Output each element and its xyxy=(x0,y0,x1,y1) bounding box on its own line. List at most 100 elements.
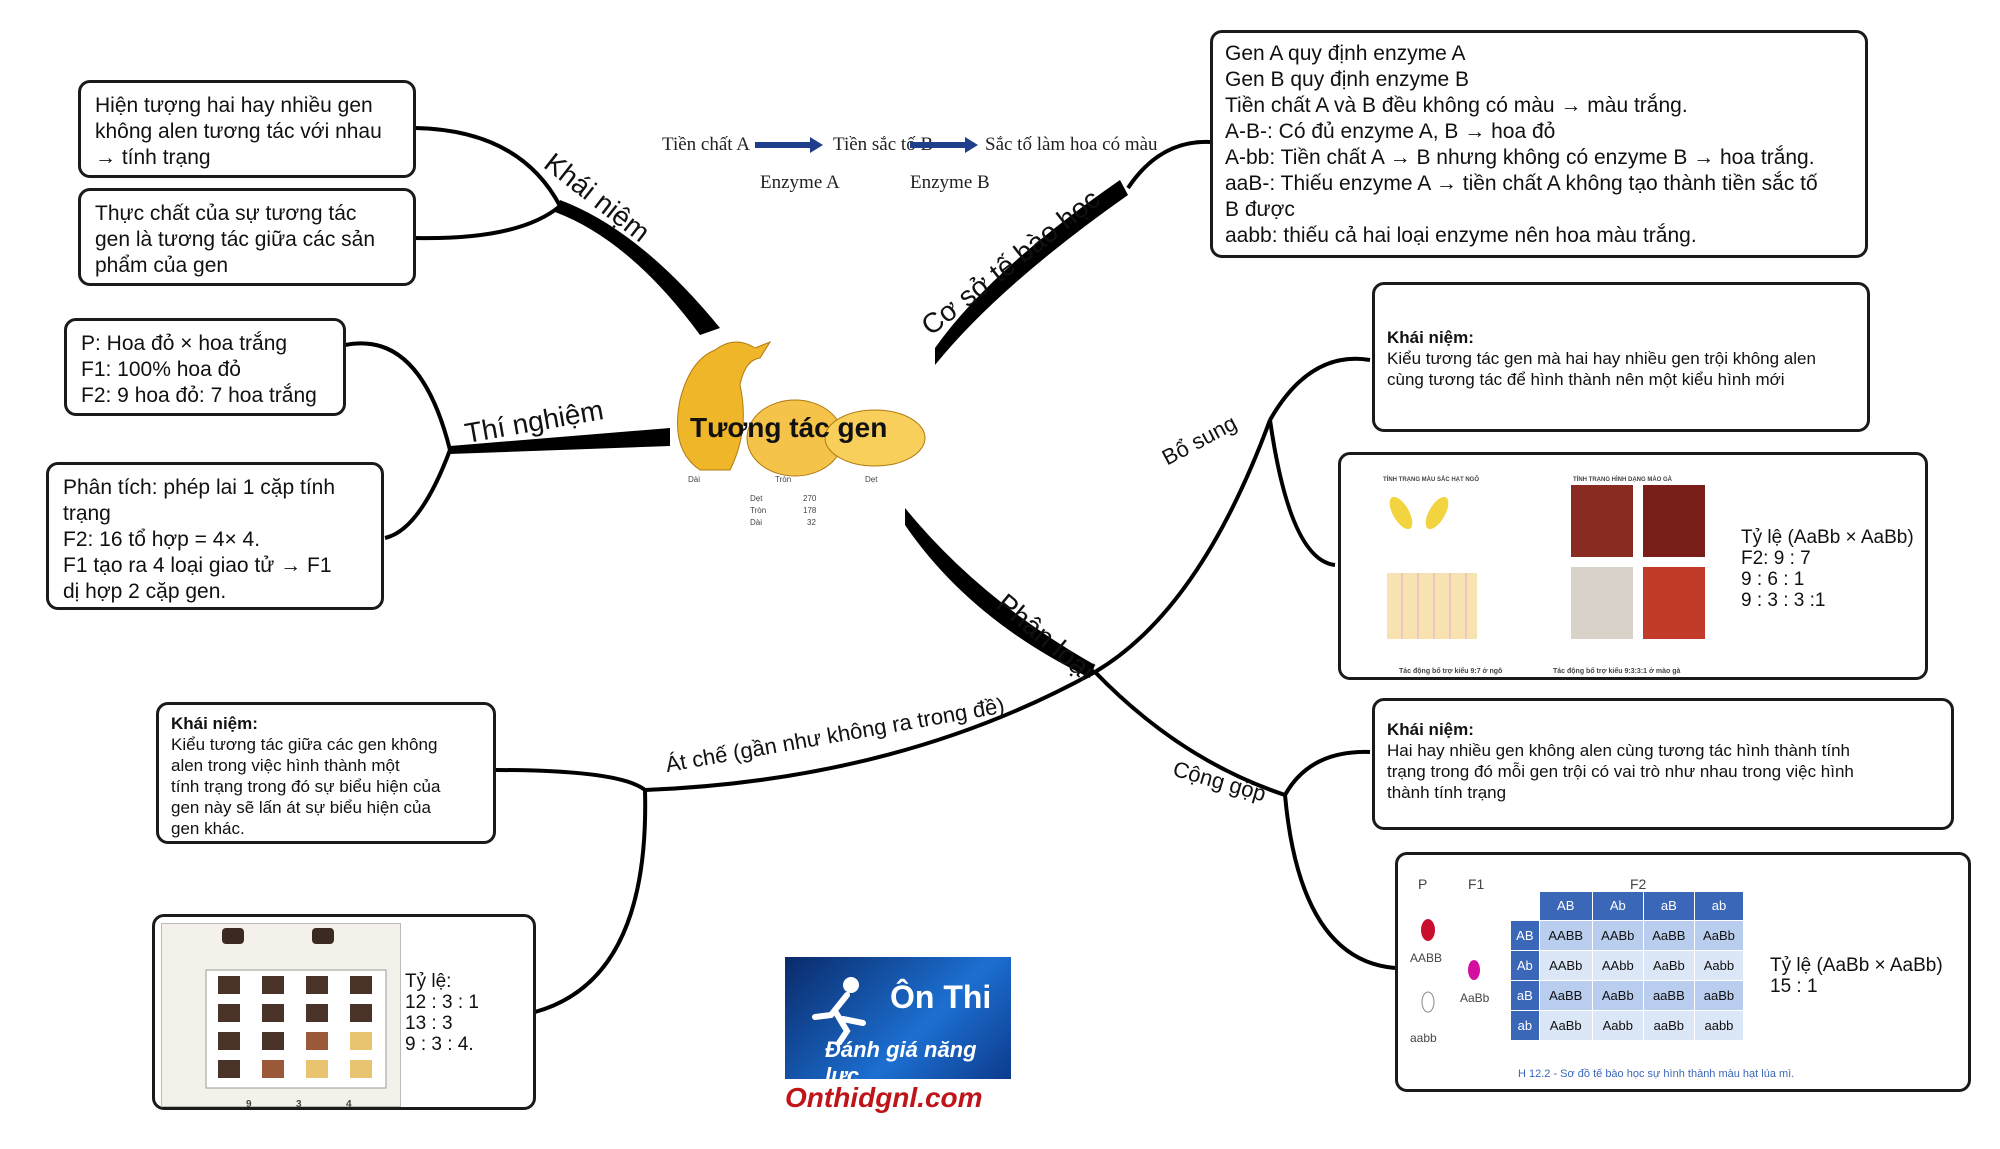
ratio-line: Tỷ lệ (AaBb × AaBb) xyxy=(1741,527,1914,548)
text-line: aaB-: Thiếu enzyme A → tiền chất A không… xyxy=(1225,172,1818,195)
table-cell: aaBB xyxy=(1642,980,1695,1011)
ratio-line: F2: 9 : 7 xyxy=(1741,548,1811,569)
rooster-photo xyxy=(1643,567,1705,639)
table-cell: Aabb xyxy=(1591,1010,1644,1041)
at-che-figure-box: 9 3 4 Tỷ lệ: 12 : 3 : 1 13 : 3 9 : 3 : 4… xyxy=(152,914,536,1110)
figure-caption: H 12.2 - Sơ đồ tế bào học sự hình thành … xyxy=(1518,1068,1795,1080)
gamete-header: aB xyxy=(1510,980,1540,1011)
count-value: 270 xyxy=(803,494,817,503)
gamete-header: aB xyxy=(1642,891,1695,921)
table-cell: AaBb xyxy=(1538,1010,1593,1041)
ratio-line: Tỷ lệ (AaBb × AaBb) xyxy=(1770,955,1943,976)
count-value: 32 xyxy=(807,518,816,527)
text-line: Gen A quy định enzyme A xyxy=(1225,42,1466,65)
text-line: gen khác. xyxy=(171,819,245,838)
table-cell: AABb xyxy=(1538,950,1593,981)
ratio-line: 13 : 3 xyxy=(405,1013,453,1034)
shape-label: Dẹt xyxy=(865,475,878,484)
khai-niem-box-2: Thực chất của sự tương tác gen là tương … xyxy=(78,188,416,286)
count-label: 3 xyxy=(296,1099,302,1110)
ratio-line: Tỷ lệ: xyxy=(405,971,452,992)
text-line: Hiện tượng hai hay nhiều gen xyxy=(95,94,373,117)
trunk-co-so xyxy=(935,180,1128,365)
figure-caption: Tác động bổ trợ kiểu 9:7 ở ngô xyxy=(1399,668,1503,675)
figure-title: TÍNH TRẠNG MÀU SẮC HẠT NGÔ xyxy=(1383,477,1479,483)
text-line: aabb: thiếu cả hai loại enzyme nên hoa m… xyxy=(1225,224,1697,247)
shape-label: Tròn xyxy=(775,475,792,484)
concept-heading: Khái niệm: xyxy=(171,714,258,733)
bo-sung-figure-box: TÍNH TRẠNG MÀU SẮC HẠT NGÔ Tác động bổ t… xyxy=(1338,452,1928,680)
ratio-line: 15 : 1 xyxy=(1770,976,1818,997)
corn-icon xyxy=(1389,496,1449,530)
text-line: F1 tạo ra 4 loại giao tử → F1 xyxy=(63,554,332,577)
arrow-icon xyxy=(910,137,978,153)
text-line: Kiểu tương tác gen mà hai hay nhiều gen … xyxy=(1387,349,1816,368)
shape-label: Dài xyxy=(688,475,701,484)
table-cell: AAbb xyxy=(1591,950,1644,981)
table-cell: aabb xyxy=(1693,1010,1745,1041)
text-line: Tiền chất A và B đều không có màu → màu … xyxy=(1225,94,1688,117)
dog-grid-icon xyxy=(205,928,387,1089)
cong-gop-concept-box: Khái niệm: Hai hay nhiều gen không alen … xyxy=(1372,698,1954,830)
text-line: thành tính trạng xyxy=(1387,783,1507,802)
ratio-line: 9 : 6 : 1 xyxy=(1741,569,1805,590)
table-cell: AaBb xyxy=(1693,920,1745,951)
gamete-header: Ab xyxy=(1510,950,1540,981)
text-line: B được xyxy=(1225,198,1295,221)
count-label: Dài xyxy=(750,518,763,527)
ratio-line: 9 : 3 : 4. xyxy=(405,1034,474,1055)
text-line: alen trong việc hình thành một xyxy=(171,756,400,775)
rooster-photo xyxy=(1643,485,1705,557)
count-label: 9 xyxy=(246,1099,252,1110)
count-value: 178 xyxy=(803,506,817,515)
site-link[interactable]: Onthidgnl.com xyxy=(785,1082,983,1113)
genotype-label: AaBb xyxy=(1460,991,1490,1005)
dog-punnett-figure: 9 3 4 xyxy=(161,923,401,1110)
logo-subtitle: Đánh giá năng lực xyxy=(825,1037,977,1088)
gamete-header: ab xyxy=(1693,891,1745,921)
figure-title: TÍNH TRẠNG HÌNH DẠNG MÀO GÀ xyxy=(1573,477,1672,483)
text-line: F1: 100% hoa đỏ xyxy=(81,358,241,381)
rooster-photo xyxy=(1571,567,1633,639)
comb-figure: TÍNH TRẠNG HÌNH DẠNG MÀO GÀ Tác động bổ … xyxy=(1551,463,1781,675)
pathway-step: Tiền chất A xyxy=(662,134,750,155)
table-cell: AaBB xyxy=(1538,980,1593,1011)
cong-gop-figure-box: P F1 F2 AABB AaBb aabb AB Ab aB ab AB AA… xyxy=(1395,852,1971,1092)
pathway-enzyme: Enzyme B xyxy=(910,172,990,193)
corn-figure: TÍNH TRẠNG MÀU SẮC HẠT NGÔ Tác động bổ t… xyxy=(1369,463,1539,675)
genotype-label: AABB xyxy=(1410,951,1443,965)
khai-niem-box-1: Hiện tượng hai hay nhiều gen không alen … xyxy=(78,80,416,178)
wheat-seed-icon xyxy=(1421,919,1480,1013)
text-line: → tính trạng xyxy=(95,146,211,169)
text-line: Hai hay nhiều gen không alen cùng tương … xyxy=(1387,741,1850,760)
concept-heading: Khái niệm: xyxy=(1387,328,1474,347)
bo-sung-concept-box: Khái niệm: Kiểu tương tác gen mà hai hay… xyxy=(1372,282,1870,432)
rooster-photo xyxy=(1571,485,1633,557)
thi-nghiem-box-1: P: Hoa đỏ × hoa trắng F1: 100% hoa đỏ F2… xyxy=(64,318,346,416)
table-cell: AaBB xyxy=(1642,920,1695,951)
text-line: phẩm của gen xyxy=(95,254,229,277)
gamete-header: AB xyxy=(1510,920,1540,951)
text-line: Kiểu tương tác giữa các gen không xyxy=(171,735,438,754)
text-line: A-bb: Tiền chất A → B nhưng không có enz… xyxy=(1225,146,1815,169)
gamete-header: AB xyxy=(1538,891,1593,921)
text-line: trạng trong đó mỗi gen trội có vai trò n… xyxy=(1387,762,1854,781)
ratio-list: Tỷ lệ (AaBb × AaBb) 15 : 1 xyxy=(1770,955,1943,997)
table-cell: AABb xyxy=(1591,920,1644,951)
text-line: gen là tương tác giữa các sản xyxy=(95,228,376,251)
text-line: trạng xyxy=(63,502,111,525)
table-cell: AaBb xyxy=(1642,950,1695,981)
table-cell: AaBb xyxy=(1591,980,1644,1011)
squash-icon xyxy=(677,340,926,477)
trunk-khai-niem xyxy=(555,200,720,335)
text-line: dị hợp 2 cặp gen. xyxy=(63,580,227,603)
table-cell: AABB xyxy=(1538,920,1593,951)
trunk-thi-nghiem xyxy=(450,428,670,454)
text-line: A-B-: Có đủ enzyme A, B → hoa đỏ xyxy=(1225,120,1556,143)
gamete-header: ab xyxy=(1510,1010,1540,1041)
pathway-enzyme: Enzyme A xyxy=(760,172,840,193)
text-line: cùng tương tác để hình thành nên một kiể… xyxy=(1387,370,1785,389)
f2-punnett-table: AB Ab aB ab AB AABB AABb AaBB AaBb Ab AA… xyxy=(1510,891,1745,1041)
brand-logo: Ôn Thi Đánh giá năng lực xyxy=(785,957,1011,1088)
